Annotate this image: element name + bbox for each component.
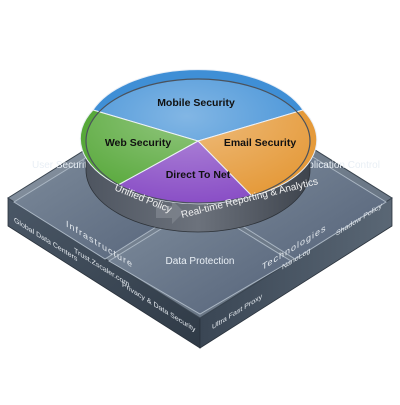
pie-gloss bbox=[86, 79, 310, 203]
tile-label-user-security: User Security bbox=[32, 160, 92, 171]
pie-rim bbox=[85, 78, 311, 204]
wedge-label-email-security: Email Security bbox=[224, 137, 297, 149]
tile-label-data-protection: Data Protection bbox=[166, 256, 235, 267]
tile-label-application-control: Application Control bbox=[296, 160, 380, 171]
wedge-label-mobile-security: Mobile Security bbox=[157, 97, 235, 109]
wedge-label-web-security: Web Security bbox=[105, 137, 171, 149]
ring-arrow bbox=[156, 200, 184, 224]
wedge-label-direct-to-net: Direct To Net bbox=[166, 169, 231, 181]
tile-bottom bbox=[108, 204, 292, 315]
pie-cylinder bbox=[79, 69, 318, 233]
